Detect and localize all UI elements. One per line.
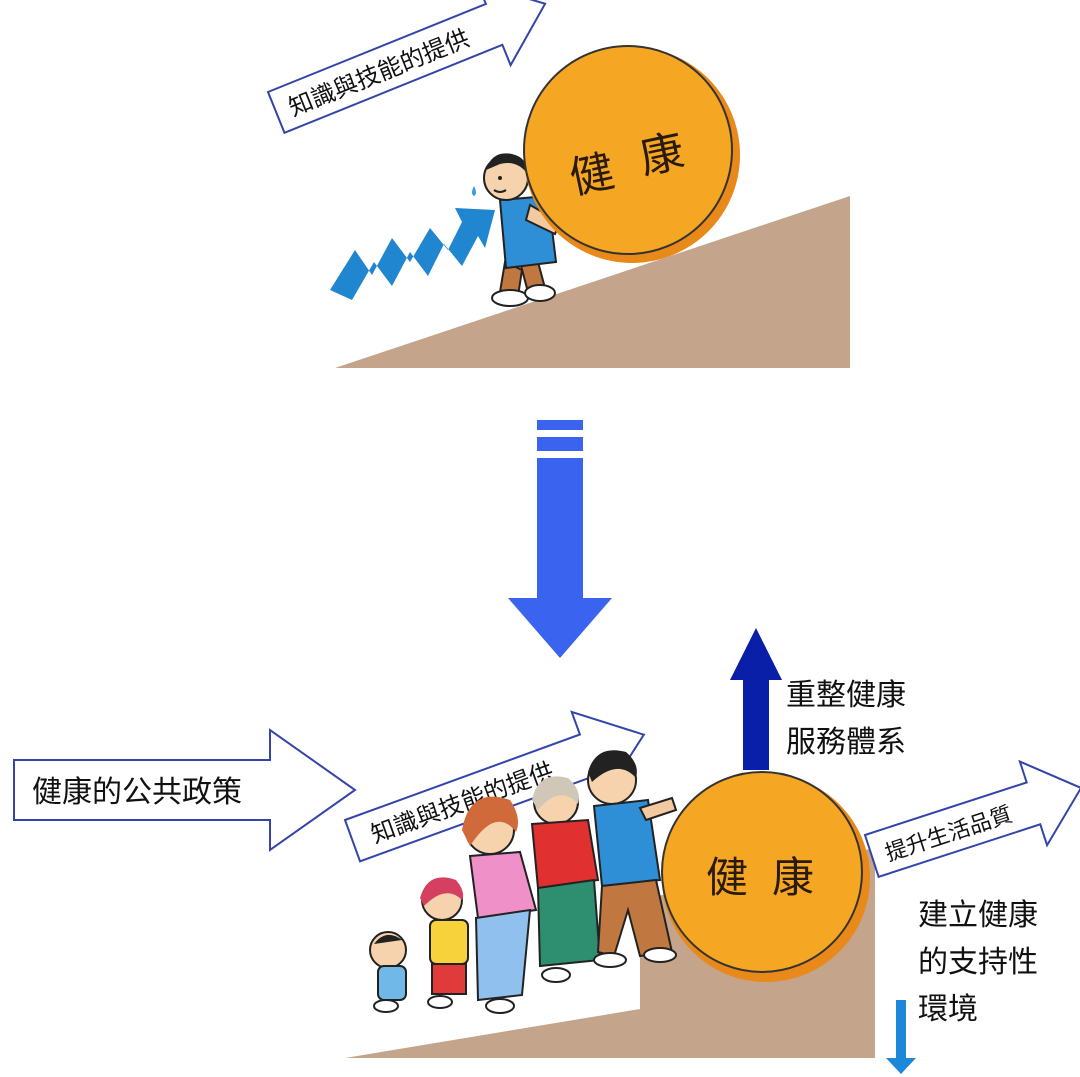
top-health-ball: 健 康 bbox=[523, 45, 740, 263]
top-knowledge-arrow: 知識與技能的提供 bbox=[266, 0, 547, 135]
top-ball-char-1: 健 bbox=[565, 146, 619, 205]
up-arrow-icon bbox=[730, 628, 782, 770]
up-label-line1: 重整健康 bbox=[786, 678, 906, 713]
down-label-line2: 的支持性 bbox=[918, 945, 1038, 980]
quality-arrow: 提升生活品質 bbox=[863, 759, 1080, 879]
top-scene: 知識與技能的提供 健 康 bbox=[266, 0, 850, 368]
top-ball-char-2: 康 bbox=[635, 126, 689, 185]
family-pushing-icon bbox=[369, 750, 678, 1014]
bottom-scene: 重整健康 服務體系 健康的公共政策 知識與技能的提供 提升生活品質 bbox=[13, 628, 1080, 1074]
environment-down-arrow-icon bbox=[886, 1000, 916, 1074]
policy-arrow-label: 健康的公共政策 bbox=[32, 775, 242, 810]
down-label-line1: 建立健康 bbox=[918, 898, 1038, 933]
bottom-ball-char-1: 健 bbox=[706, 853, 748, 902]
down-arrow-icon bbox=[508, 420, 612, 658]
down-label-line3: 環境 bbox=[918, 992, 978, 1027]
policy-arrow: 健康的公共政策 bbox=[13, 728, 357, 852]
zigzag-arrow-icon bbox=[330, 208, 495, 300]
top-slope bbox=[335, 196, 850, 368]
up-label-line2: 服務體系 bbox=[786, 725, 906, 760]
bottom-ball-char-2: 康 bbox=[772, 853, 814, 902]
bottom-health-ball: 健 康 bbox=[661, 771, 870, 982]
